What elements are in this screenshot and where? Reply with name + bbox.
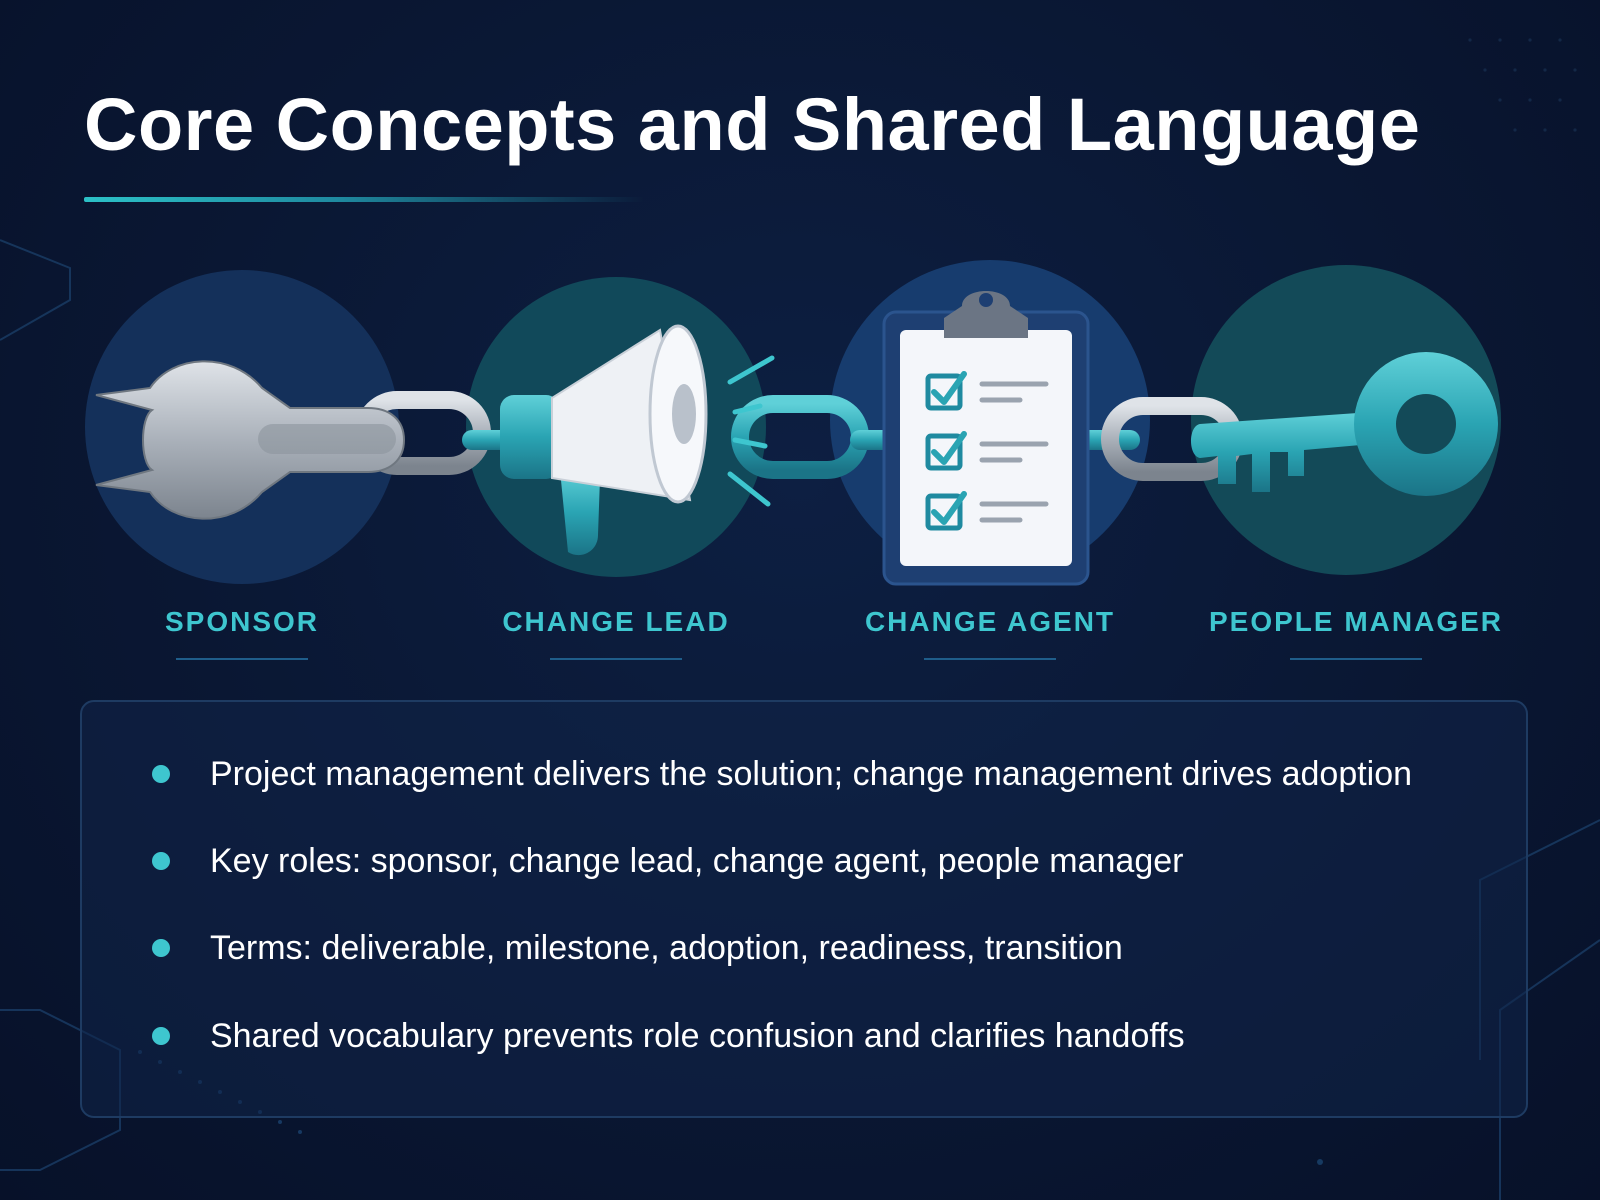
bullet-dot-icon <box>152 852 170 870</box>
bullet-item: Shared vocabulary prevents role confusio… <box>152 1013 1522 1063</box>
bullet-text: Key roles: sponsor, change lead, change … <box>210 842 1184 880</box>
role-underline-change-agent <box>924 658 1056 660</box>
bullet-item: Key roles: sponsor, change lead, change … <box>152 838 1522 888</box>
bullet-text: Terms: deliverable, milestone, adoption,… <box>210 929 1123 967</box>
role-chain-illustration <box>85 260 1501 586</box>
megaphone-icon <box>500 324 775 556</box>
bullet-panel: Project management delivers the solution… <box>80 700 1528 1118</box>
bullet-text: Shared vocabulary prevents role confusio… <box>210 1017 1185 1055</box>
role-label-change-agent: CHANGE AGENT <box>864 606 1116 637</box>
bullet-dot-icon <box>152 1027 170 1045</box>
role-underline-people-manager <box>1290 658 1422 660</box>
wrench-icon <box>95 360 406 520</box>
key-icon <box>1191 352 1498 496</box>
bullet-item: Project management delivers the solution… <box>152 751 1522 801</box>
bullet-dot-icon <box>152 765 170 783</box>
role-label-sponsor: SPONSOR <box>164 606 320 637</box>
bullet-item: Terms: deliverable, milestone, adoption,… <box>152 925 1522 975</box>
page-title: Core Concepts and Shared Language <box>84 83 1421 166</box>
role-label-change-lead: CHANGE LEAD <box>502 606 730 637</box>
title-underline <box>84 197 644 202</box>
bullet-dot-icon <box>152 939 170 957</box>
role-underline-sponsor <box>176 658 308 660</box>
clipboard-checklist-icon <box>882 291 1090 586</box>
bullet-text: Project management delivers the solution… <box>210 755 1413 793</box>
role-underline-change-lead <box>550 658 682 660</box>
role-label-people-manager: PEOPLE MANAGER <box>1208 606 1504 637</box>
